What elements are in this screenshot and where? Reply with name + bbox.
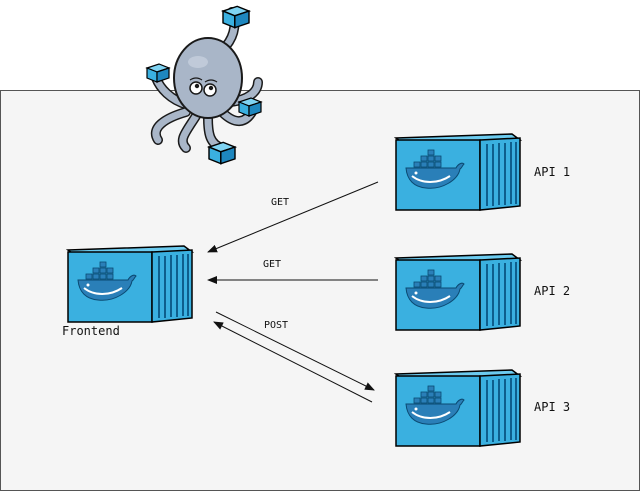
api1-container-icon: [395, 133, 521, 211]
edge-label-get-2: GET: [263, 259, 281, 270]
docker-compose-octopus-icon: [146, 5, 263, 165]
frontend-container-icon: [67, 245, 193, 323]
api1-label: API 1: [534, 165, 570, 179]
edge-api1-to-frontend: [207, 181, 379, 253]
edge-label-get-1: GET: [271, 197, 289, 208]
api2-container-icon: [395, 253, 521, 331]
edge-label-post: POST: [264, 320, 288, 331]
cube-icon: [208, 141, 236, 165]
cube-icon: [238, 97, 262, 117]
cube-icon: [222, 5, 250, 29]
frontend-label: Frontend: [62, 324, 120, 338]
cube-icon: [146, 63, 170, 83]
api2-label: API 2: [534, 284, 570, 298]
edge-frontend-to-api3: [215, 311, 375, 391]
api3-container-icon: [395, 369, 521, 447]
edge-api3-to-frontend: [213, 321, 373, 403]
api3-label: API 3: [534, 400, 570, 414]
